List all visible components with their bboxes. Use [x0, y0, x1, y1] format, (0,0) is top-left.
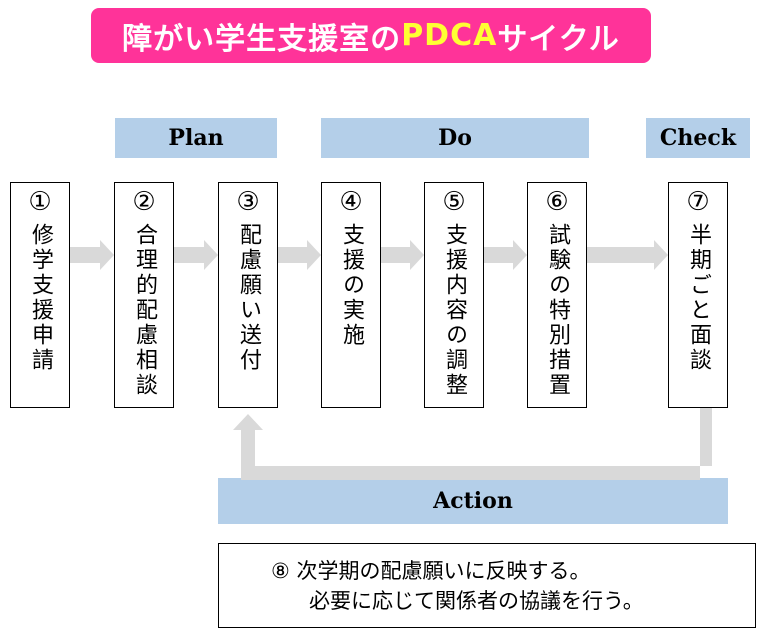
phase-action-label: Action	[218, 478, 728, 524]
step-3-text: 配慮願い送付	[236, 223, 261, 373]
arrow-3-4	[278, 240, 321, 270]
step-7-box: ⑦ 半期ごと面談	[668, 182, 728, 408]
step-6-number: ⑥	[545, 187, 569, 217]
phase-plan-label: Plan	[115, 118, 277, 158]
title-main: 障がい学生支援室の	[122, 21, 402, 57]
step-5-text: 支援内容の調整	[442, 223, 467, 398]
arrow-2-3	[174, 240, 218, 270]
action-note-box: ⑧ 次学期の配慮願いに反映する。 必要に応じて関係者の協議を行う。	[218, 543, 756, 628]
step-5-number: ⑤	[442, 187, 466, 217]
step-1-box: ① 修学支援申請	[10, 182, 70, 408]
step-4-text: 支援の実施	[339, 223, 364, 348]
step-5-box: ⑤ 支援内容の調整	[424, 182, 484, 408]
step-2-box: ② 合理的配慮相談	[114, 182, 174, 408]
step-2-text: 合理的配慮相談	[132, 223, 157, 398]
step-1-number: ①	[28, 187, 52, 217]
step-7-text: 半期ごと面談	[686, 223, 711, 373]
phase-do-label: Do	[321, 118, 589, 158]
step-2-number: ②	[132, 187, 156, 217]
feedback-arrow	[233, 408, 712, 480]
arrow-5-6	[484, 240, 527, 270]
title-accent: PDCA	[401, 18, 498, 53]
arrow-6-7	[587, 240, 668, 270]
step-4-box: ④ 支援の実施	[321, 182, 381, 408]
arrow-4-5	[381, 240, 424, 270]
step-6-text: 試験の特別措置	[545, 223, 570, 398]
title-suffix: サイクル	[497, 21, 620, 57]
step-3-box: ③ 配慮願い送付	[218, 182, 278, 408]
action-note-line-1: ⑧ 次学期の配慮願いに反映する。	[271, 558, 591, 583]
step-4-number: ④	[339, 187, 363, 217]
phase-check-label: Check	[646, 118, 750, 158]
step-7-number: ⑦	[686, 187, 710, 217]
step-6-box: ⑥ 試験の特別措置	[527, 182, 587, 408]
step-3-number: ③	[236, 187, 260, 217]
action-note-line-2: 必要に応じて関係者の協議を行う。	[309, 588, 644, 613]
step-1-text: 修学支援申請	[28, 223, 53, 373]
arrow-1-2	[70, 240, 114, 270]
